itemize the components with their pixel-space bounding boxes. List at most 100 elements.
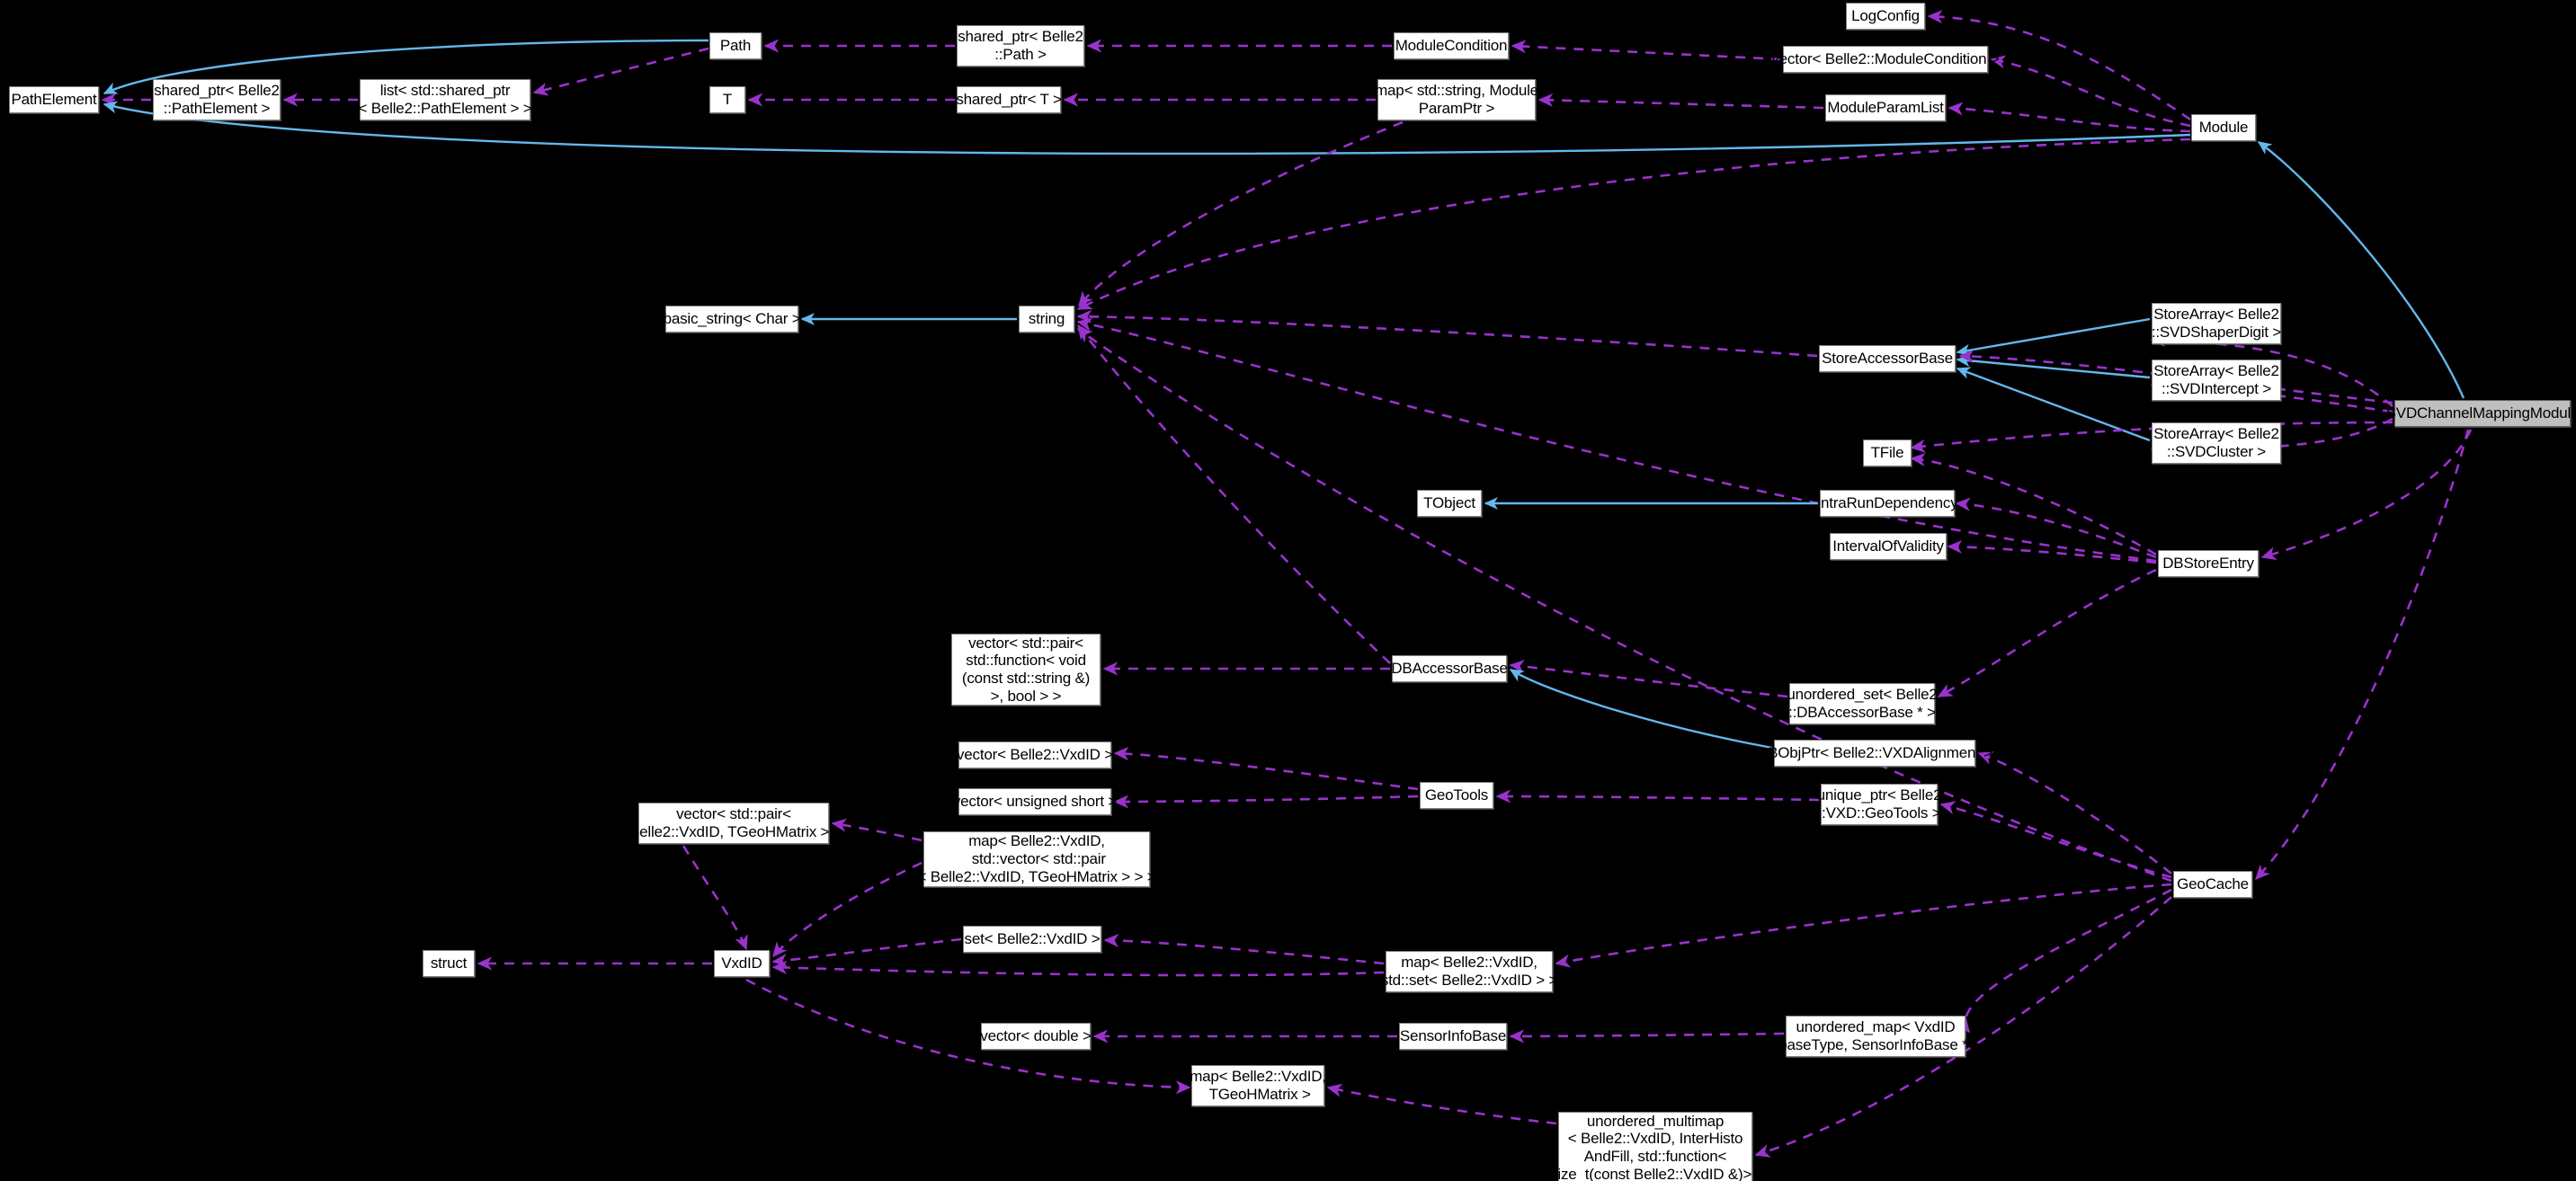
class-node-label: PathElement (11, 91, 97, 109)
class-node-string[interactable]: string (1019, 306, 1074, 333)
class-node-storearray-cluster[interactable]: StoreArray< Belle2 ::SVDCluster > (2152, 422, 2281, 464)
class-node-label: vector< std::pair< std::function< void (… (961, 634, 1091, 705)
class-node-label: basic_string< Char > (663, 310, 801, 328)
edge-svd-channel-mapping-to-geo-cache (2254, 429, 2470, 881)
class-node-label: GeoCache (2177, 875, 2249, 893)
class-node-label: Module (2198, 119, 2249, 137)
edge-storearray-intercept-to-store-accessor-base (1956, 354, 2151, 379)
class-node-label: IntraRunDependency (1816, 494, 1958, 512)
class-node-label: SensorInfoBase (1399, 1027, 1507, 1045)
class-node-label: string (1028, 310, 1065, 328)
class-node-dbobjptr-vxdalignment[interactable]: DBObjPtr< Belle2::VXDAlignment > (1757, 740, 1992, 767)
class-node-vector-pair-tgeohmatrix[interactable]: vector< std::pair< Belle2::VxdID, TGeoHM… (629, 803, 842, 844)
class-node-vector-unsigned-short[interactable]: vector< unsigned short > (953, 788, 1117, 815)
class-node-db-accessor-base[interactable]: DBAccessorBase (1391, 655, 1508, 682)
class-node-path-element[interactable]: PathElement (9, 86, 99, 113)
class-node-label: GeoTools (1424, 786, 1489, 804)
class-node-vector-double[interactable]: vector< double > (980, 1023, 1092, 1050)
class-node-geo-tools[interactable]: GeoTools (1420, 782, 1493, 809)
class-node-label: map< Belle2::VxdID, std::set< Belle2::Vx… (1380, 954, 1558, 989)
class-node-storearray-intercept[interactable]: StoreArray< Belle2 ::SVDIntercept > (2152, 360, 2281, 401)
class-node-map-string-moduleparam[interactable]: map< std::string, Module ParamPtr > (1375, 79, 1538, 120)
class-node-shared-ptr-t[interactable]: shared_ptr< T > (956, 86, 1062, 113)
class-node-module[interactable]: Module (2191, 114, 2256, 141)
edge-db-store-entry-to-interval-of-validity (1947, 539, 2157, 564)
class-node-t[interactable]: T (709, 86, 745, 113)
class-node-unordered-map-sensorinfo[interactable]: unordered_map< VxdID ::baseType, SensorI… (1770, 1016, 1981, 1057)
class-node-module-param-list[interactable]: ModuleParamList (1825, 94, 1946, 121)
class-node-label: StoreArray< Belle2 ::SVDIntercept > (2153, 362, 2279, 397)
edge-module-to-vector-modulecondition (1990, 55, 2191, 128)
class-node-shared-ptr-pathelement[interactable]: shared_ptr< Belle2 ::PathElement > (153, 79, 281, 120)
edge-module-param-list-to-map-string-moduleparam (1538, 93, 1824, 110)
class-node-intra-run-dependency[interactable]: IntraRunDependency (1816, 490, 1958, 517)
edge-db-accessor-base-to-string (1076, 324, 1391, 664)
class-node-map-vxdid-set-vxdid[interactable]: map< Belle2::VxdID, std::set< Belle2::Vx… (1381, 951, 1557, 992)
class-node-label: VxdID (721, 955, 762, 972)
class-node-map-vxdid-vector-pair[interactable]: map< Belle2::VxdID, std::vector< std::pa… (918, 831, 1156, 887)
edge-vector-pair-tgeohmatrix-to-vxdid (682, 845, 748, 951)
class-node-struct[interactable]: struct (423, 950, 475, 977)
edge-dbobjptr-vxdalignment-to-db-accessor-base (1509, 668, 1773, 750)
class-node-log-config[interactable]: LogConfig (1846, 3, 1925, 30)
edge-vector-modulecondition-to-module-condition (1511, 40, 1782, 61)
class-node-label: SVDChannelMappingModule (2385, 404, 2576, 422)
class-node-label: StoreArray< Belle2 ::SVDCluster > (2153, 425, 2279, 460)
class-node-label: LogConfig (1851, 7, 1920, 25)
class-node-label: unique_ptr< Belle2 ::VXD::GeoTools > (1816, 786, 1942, 821)
class-node-label: DBAccessorBase (1391, 660, 1508, 678)
class-node-label: list< std::shared_ptr < Belle2::PathElem… (358, 82, 532, 117)
class-node-interval-of-validity[interactable]: IntervalOfValidity (1830, 533, 1947, 560)
class-node-label: IntervalOfValidity (1832, 537, 1944, 555)
class-node-db-store-entry[interactable]: DBStoreEntry (2158, 550, 2259, 577)
class-node-vector-vxdid[interactable]: vector< Belle2::VxdID > (957, 741, 1113, 768)
edge-store-accessor-base-to-string (1076, 309, 1818, 358)
class-node-label: vector< Belle2::VxdID > (957, 746, 1113, 764)
class-node-tobject[interactable]: TObject (1417, 490, 1482, 517)
class-node-vector-modulecondition[interactable]: vector< Belle2::ModuleCondition > (1771, 46, 2000, 73)
edge-unordered-map-sensorinfo-to-sensor-info-base (1509, 1029, 1785, 1043)
class-node-svd-channel-mapping[interactable]: SVDChannelMappingModule (2386, 400, 2576, 427)
edge-geo-cache-to-unordered-map-sensorinfo (1955, 888, 2172, 1034)
class-node-label: vector< Belle2::ModuleCondition > (1771, 50, 2000, 68)
class-node-label: struct (430, 955, 468, 972)
class-node-label: unordered_multimap < Belle2::VxdID, Inte… (1550, 1112, 1765, 1181)
class-node-tfile[interactable]: TFile (1863, 440, 1912, 466)
edge-geo-cache-to-unique-ptr-geotools (1939, 801, 2172, 879)
edge-svd-channel-mapping-to-db-store-entry (2260, 429, 2473, 561)
edge-storearray-cluster-to-store-accessor-base (1956, 367, 2151, 442)
edge-unordered-multimap-to-map-vxdid-tgeohmatrix (1326, 1083, 1557, 1125)
edge-map-vxdid-vector-pair-to-vxdid (772, 861, 923, 958)
edge-set-vxdid-to-vxdid (771, 937, 962, 968)
edge-map-string-moduleparam-to-string (1078, 120, 1404, 307)
edge-map-vxdid-set-vxdid-to-vxdid (771, 960, 1385, 977)
class-node-list-shared-ptr[interactable]: list< std::shared_ptr < Belle2::PathElem… (358, 79, 532, 120)
class-node-set-vxdid[interactable]: set< Belle2::VxdID > (963, 926, 1101, 953)
edge-geo-tools-to-vector-unsigned-short (1113, 795, 1419, 809)
class-node-label: shared_ptr< Belle2 ::Path > (958, 28, 1083, 63)
class-node-label: map< Belle2::VxdID, TGeoHMatrix > (1190, 1068, 1326, 1103)
class-node-unordered-set-dbaccessor[interactable]: unordered_set< Belle2 ::DBAccessorBase *… (1787, 683, 1938, 724)
class-node-module-condition[interactable]: ModuleCondition (1394, 32, 1509, 59)
edge-unordered-set-dbaccessor-to-db-accessor-base (1509, 659, 1788, 698)
class-node-label: DBStoreEntry (2162, 555, 2254, 573)
class-node-shared-ptr-path[interactable]: shared_ptr< Belle2 ::Path > (957, 25, 1084, 67)
class-node-label: unordered_set< Belle2 ::DBAccessorBase *… (1787, 686, 1938, 721)
class-node-vxdid[interactable]: VxdID (714, 950, 770, 977)
class-node-vector-pair-function[interactable]: vector< std::pair< std::function< void (… (951, 634, 1101, 706)
class-node-label: DBObjPtr< Belle2::VXDAlignment > (1757, 744, 1992, 762)
edge-map-vxdid-vector-pair-to-vector-pair-tgeohmatrix (831, 818, 923, 842)
class-node-geo-cache[interactable]: GeoCache (2173, 871, 2252, 898)
class-node-label: ModuleParamList (1827, 99, 1944, 117)
class-node-label: vector< unsigned short > (952, 793, 1118, 811)
class-node-storearray-shaperdigit[interactable]: StoreArray< Belle2 ::SVDShaperDigit > (2152, 303, 2281, 344)
class-node-map-vxdid-tgeohmatrix[interactable]: map< Belle2::VxdID, TGeoHMatrix > (1190, 1065, 1326, 1106)
class-node-unique-ptr-geotools[interactable]: unique_ptr< Belle2 ::VXD::GeoTools > (1817, 784, 1942, 825)
class-node-path[interactable]: Path (709, 32, 762, 59)
class-node-sensor-info-base[interactable]: SensorInfoBase (1399, 1023, 1507, 1050)
class-node-unordered-multimap[interactable]: unordered_multimap < Belle2::VxdID, Inte… (1550, 1112, 1765, 1181)
edge-unique-ptr-geotools-to-geo-tools (1495, 789, 1820, 804)
class-node-store-accessor-base[interactable]: StoreAccessorBase (1819, 345, 1956, 372)
class-node-basic-string-char[interactable]: basic_string< Char > (663, 306, 801, 333)
